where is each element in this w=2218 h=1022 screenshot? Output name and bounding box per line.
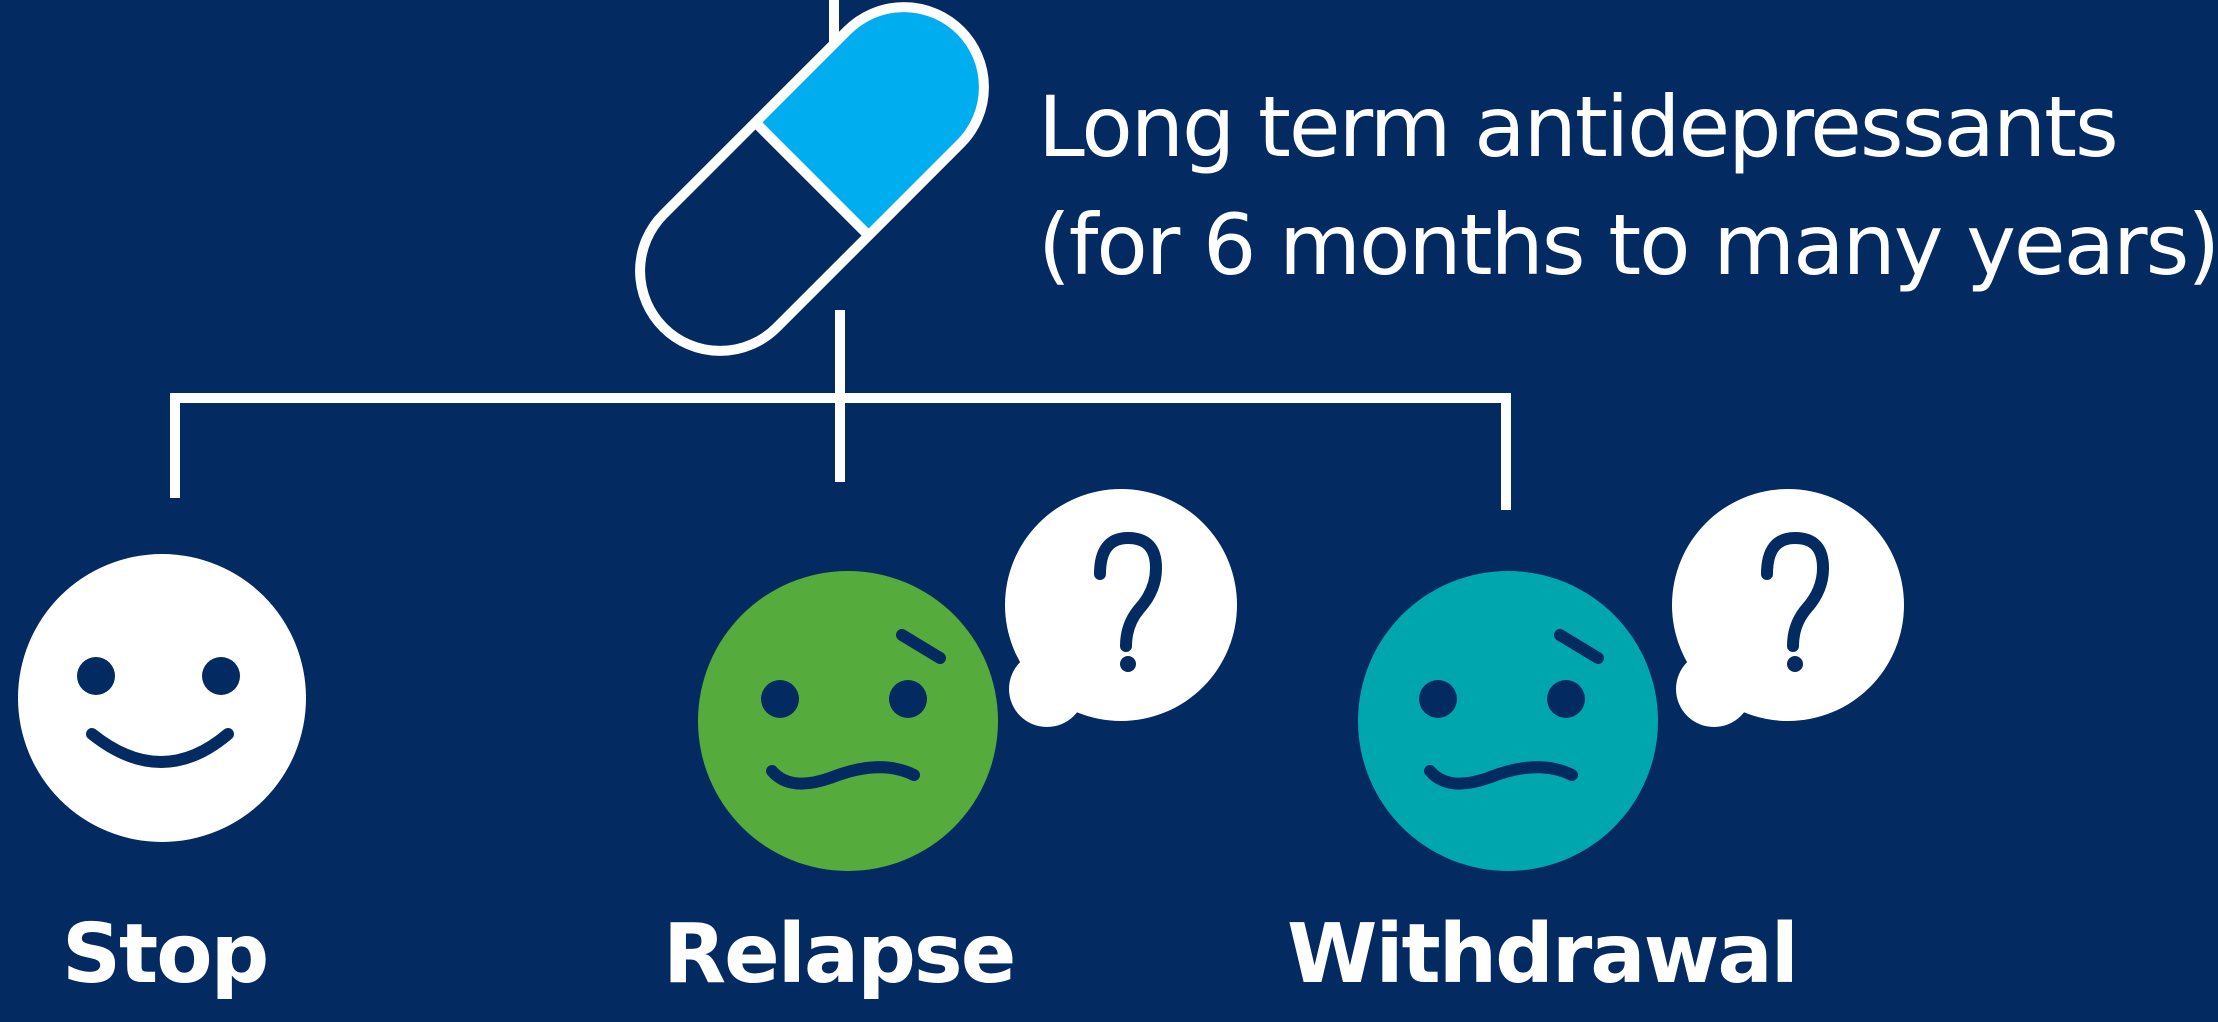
treatment-title: Long term antidepressants (for 6 months … [1038,68,2218,304]
pill-top-half [755,0,1018,236]
smile-mouth [86,728,234,768]
worried-face-icon [698,571,998,871]
eye-right [202,657,240,695]
branch-bar [170,393,1511,510]
worried-face-icon [1358,571,1658,871]
eye-left [1419,680,1457,718]
title-line-1: Long term antidepressants [1038,78,2119,176]
title-line-2: (for 6 months to many years) [1038,196,2218,294]
outcome-label-stop: Stop [62,907,269,1002]
question-mark-icon [1761,531,1830,652]
thought-bubble-icon [1672,489,1904,727]
outcome-label-withdrawal: Withdrawal [1287,907,1799,1002]
pill-bottom-half [606,122,869,385]
eye-right [889,680,927,718]
wavy-mouth [1424,761,1578,790]
eye-left [761,680,799,718]
eye-right [1547,680,1585,718]
wavy-mouth [766,761,920,790]
thought-bubble-icon [1005,489,1237,727]
eye-left [77,657,115,695]
capsule-pill-icon [606,0,1018,385]
question-mark-icon [1094,531,1163,652]
raised-eyebrow [896,629,946,664]
smiling-face-icon [18,554,306,842]
outcome-label-relapse: Relapse [663,907,1016,1002]
raised-eyebrow [1554,629,1604,664]
